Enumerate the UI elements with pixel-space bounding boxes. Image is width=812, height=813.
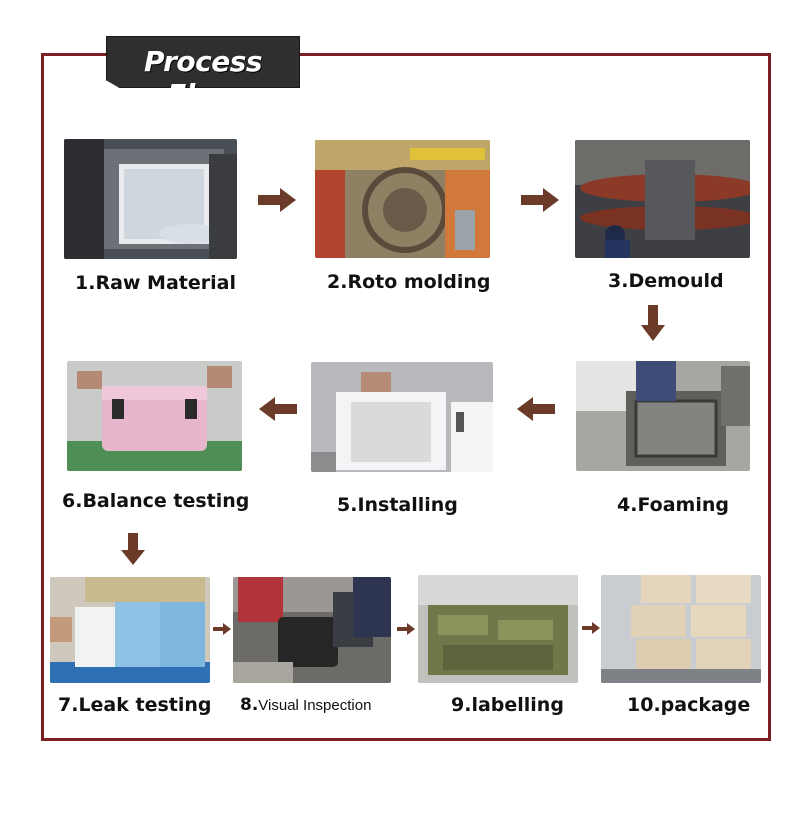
step-4-photo [576, 361, 750, 471]
step-2-label: 2.Roto molding [327, 271, 491, 293]
step-9-label: 9.labelling [451, 694, 564, 716]
step-8-text: Visual Inspection [258, 697, 372, 714]
step-1-label: 1.Raw Material [75, 272, 236, 294]
step-10-photo [601, 575, 761, 683]
arrow-left-2 [259, 397, 297, 421]
step-3-label: 3.Demould [608, 270, 724, 292]
arrow-right-3 [213, 623, 231, 635]
arrow-left-1 [517, 397, 555, 421]
step-6-photo [67, 361, 242, 471]
step-6-label: 6.Balance testing [62, 490, 250, 512]
arrow-right-4 [397, 623, 415, 635]
step-8-label: 8.Visual Inspection [240, 695, 371, 715]
step-9-photo [418, 575, 578, 683]
arrow-right-2 [521, 188, 559, 212]
arrow-right-5 [582, 622, 600, 634]
step-7-photo [50, 577, 210, 683]
arrow-right-1 [258, 188, 296, 212]
title-banner: Process Flow [106, 36, 300, 88]
step-5-label: 5.Installing [337, 494, 458, 516]
arrow-down-2 [121, 533, 145, 565]
step-8-number: 8. [240, 695, 259, 715]
arrow-down-1 [641, 305, 665, 341]
step-7-label: 7.Leak testing [58, 694, 212, 716]
step-1-photo [64, 139, 237, 259]
step-5-photo [311, 362, 493, 472]
step-8-photo [233, 577, 391, 683]
step-2-photo [315, 140, 490, 258]
step-10-label: 10.package [627, 694, 751, 716]
page-title: Process Flow [143, 45, 263, 111]
step-4-label: 4.Foaming [617, 494, 729, 516]
process-frame [41, 53, 771, 741]
step-3-photo [575, 140, 750, 258]
